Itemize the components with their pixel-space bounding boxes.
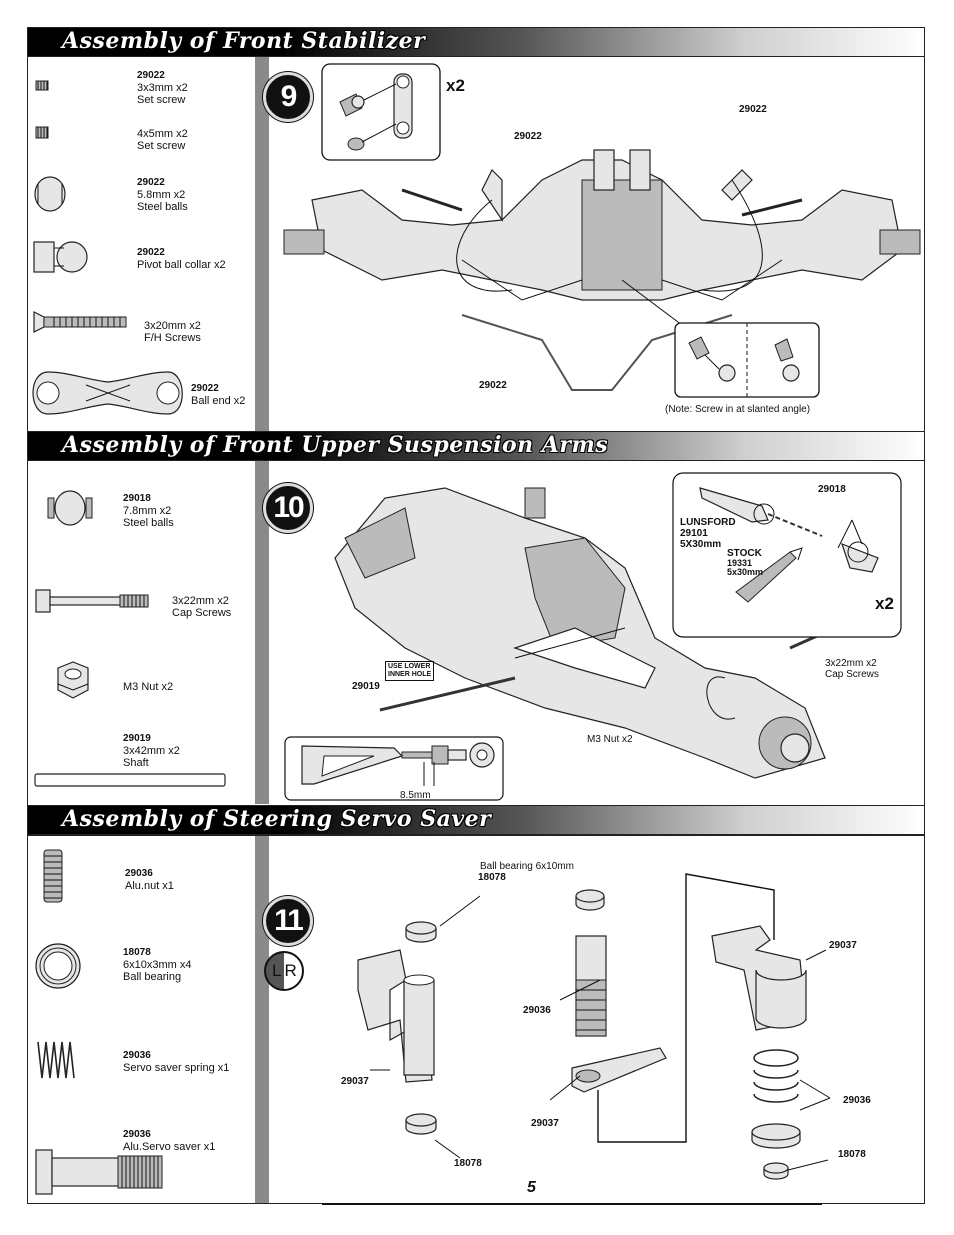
alu-servo-saver-icon <box>35 1149 163 1195</box>
pivot-ball-collar-icon <box>33 241 88 273</box>
arm-gap-detail-box <box>284 736 504 801</box>
lunsford-label: LUNSFORD <box>680 517 736 528</box>
ball-bearing-icon <box>35 943 81 989</box>
upper-suspension-arm-diagram <box>334 487 836 779</box>
cap-screw-icon <box>35 589 149 613</box>
divider-bar <box>255 836 269 1203</box>
part-9-2: 4x5mm x2 Set screw <box>137 128 188 152</box>
section-header-front-stabilizer: Assembly of Front Stabilizer <box>27 27 925 57</box>
slanted-screw-detail-box <box>674 322 820 398</box>
set-screw-4x5-icon <box>35 126 49 139</box>
steel-ball-7-8-icon <box>47 490 93 526</box>
footer-rule <box>322 1203 822 1205</box>
quantity-label: x2 <box>875 594 894 613</box>
servo-saver-exploded-diagram <box>357 873 831 1180</box>
divider-line <box>27 835 925 836</box>
shaft-icon <box>34 773 226 787</box>
part-9-5: 3x20mm x2 F/H Screws <box>144 320 201 344</box>
callout-code: 29036 <box>843 1095 871 1106</box>
stock-code: 19331 <box>727 558 753 568</box>
part-10-2: 3x22mm x2 Cap Screws <box>172 595 232 619</box>
lunsford-code: 29101 <box>680 528 708 539</box>
divider-bar <box>255 461 269 804</box>
m3-nut-callout: M3 Nut x2 <box>587 734 633 745</box>
callout-code: 29036 <box>523 1005 551 1016</box>
lr-label: LR <box>272 961 300 980</box>
section-title: Assembly of Steering Servo Saver <box>62 806 492 832</box>
step-number-10: 10 <box>263 483 313 533</box>
arm-length-detail-box <box>672 472 902 638</box>
callout-code: 18078 <box>454 1158 482 1169</box>
quantity-label: x2 <box>446 76 465 95</box>
fh-screw-icon <box>33 311 127 333</box>
ball-end-detail-box <box>321 63 441 161</box>
lunsford-size: 5X30mm <box>680 539 722 550</box>
stock-size: 5x30mm <box>727 567 764 577</box>
slanted-angle-note: (Note: Screw in at slanted angle) <box>665 404 811 415</box>
section-title: Assembly of Front Stabilizer <box>62 28 426 54</box>
cap-screws-callout: 3x22mm x2 Cap Screws <box>825 658 879 680</box>
steel-ball-icon <box>34 176 66 212</box>
callout-code: 29019 <box>352 681 380 692</box>
callout-code: 18078 <box>478 872 506 883</box>
gap-measurement: 8.5mm <box>400 790 431 801</box>
front-chassis-stabilizer-diagram <box>283 149 921 391</box>
callout-code: 29037 <box>341 1076 369 1087</box>
servo-saver-spring-icon <box>37 1041 75 1079</box>
left-right-badge: LR <box>264 951 304 991</box>
ball-end-icon <box>32 371 183 415</box>
section-title: Assembly of Front Upper Suspension Arms <box>62 432 609 458</box>
m3-nut-icon <box>57 661 89 699</box>
callout-code: 29022 <box>514 131 542 142</box>
callout-code: 29018 <box>818 484 846 495</box>
callout-code: 18078 <box>838 1149 866 1160</box>
divider-bar <box>255 57 269 431</box>
alu-nut-icon <box>43 849 63 903</box>
part-10-3: M3 Nut x2 <box>123 681 174 693</box>
bearing-label: Ball bearing 6x10mm <box>480 861 574 872</box>
page-number: 5 <box>527 1179 536 1196</box>
step-number-9: 9 <box>263 72 313 122</box>
use-lower-inner-hole-note: USE LOWER INNER HOLE <box>385 661 435 681</box>
stock-label: STOCK <box>727 548 762 559</box>
callout-code: 29022 <box>739 104 767 115</box>
callout-code: 29037 <box>829 940 857 951</box>
section-header-servo-saver: Assembly of Steering Servo Saver <box>27 805 925 835</box>
step-number-11: 11 <box>263 896 313 946</box>
callout-code: 29022 <box>479 380 507 391</box>
callout-code: 29037 <box>531 1118 559 1129</box>
set-screw-3x3-icon <box>35 80 49 91</box>
section-header-upper-arms: Assembly of Front Upper Suspension Arms <box>27 431 925 461</box>
